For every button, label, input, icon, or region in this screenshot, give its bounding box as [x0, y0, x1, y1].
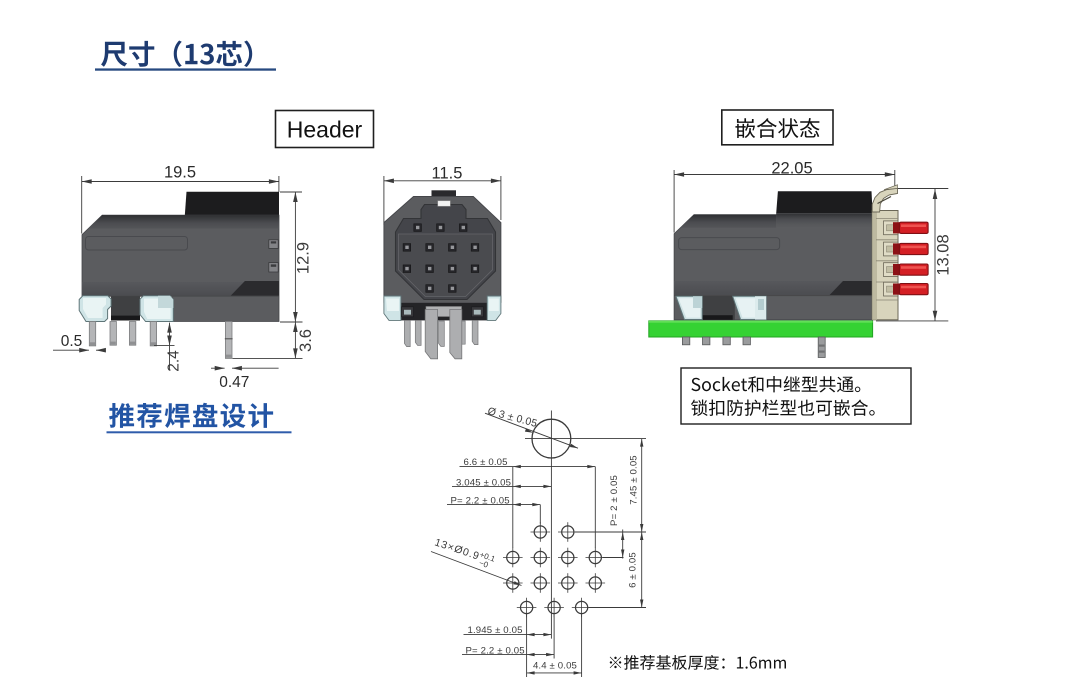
svg-text:3.6: 3.6 [297, 329, 315, 352]
svg-text:4.4 ± 0.05: 4.4 ± 0.05 [533, 661, 577, 672]
svg-text:11.5: 11.5 [432, 165, 463, 183]
svg-text:0.47: 0.47 [219, 374, 249, 391]
svg-text:Header: Header [287, 117, 363, 143]
svg-text:2.4: 2.4 [166, 350, 183, 372]
svg-text:−0: −0 [478, 558, 490, 570]
svg-text:19.5: 19.5 [164, 164, 196, 182]
svg-text:0.5: 0.5 [61, 333, 83, 350]
svg-text:P= 2.2 ± 0.05: P= 2.2 ± 0.05 [466, 645, 525, 656]
svg-text:12.9: 12.9 [295, 242, 313, 274]
svg-text:Ø 3 ± 0.05: Ø 3 ± 0.05 [486, 405, 538, 430]
svg-text:P= 2.2 ± 0.05: P= 2.2 ± 0.05 [451, 495, 510, 506]
svg-text:6 ± 0.05: 6 ± 0.05 [628, 552, 639, 588]
svg-text:1.945 ± 0.05: 1.945 ± 0.05 [468, 625, 523, 636]
svg-text:7.45 ± 0.05: 7.45 ± 0.05 [629, 455, 640, 505]
svg-text:6.6 ± 0.05: 6.6 ± 0.05 [464, 457, 508, 468]
svg-text:3.045 ± 0.05: 3.045 ± 0.05 [456, 477, 511, 488]
svg-text:22.05: 22.05 [771, 160, 812, 178]
svg-text:P= 2 ± 0.05: P= 2 ± 0.05 [609, 475, 620, 526]
svg-text:13.08: 13.08 [935, 234, 953, 275]
svg-text:13×Ø0.9: 13×Ø0.9 [433, 536, 481, 562]
